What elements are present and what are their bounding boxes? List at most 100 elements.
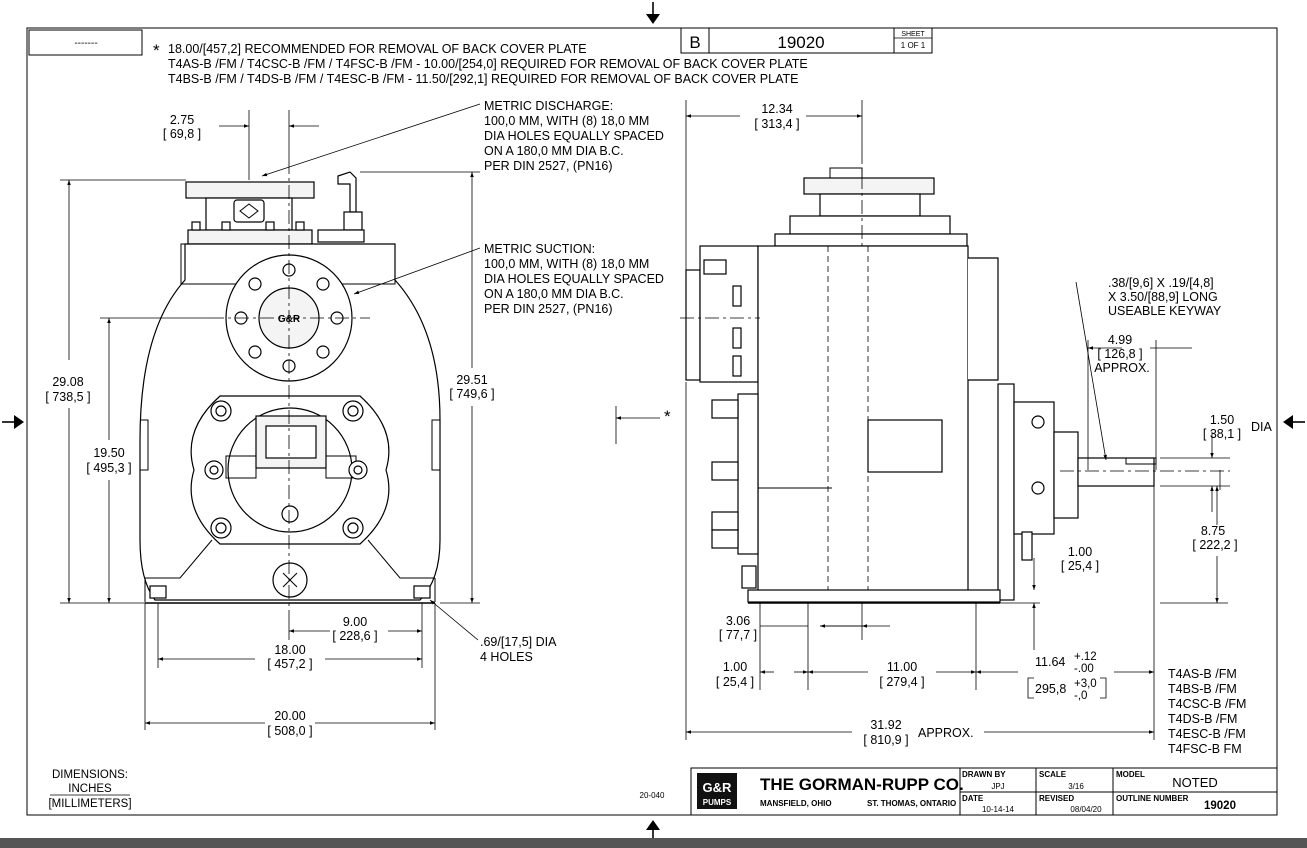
star-marker: * [664,407,671,426]
discharge-note-line: 100,0 MM, WITH (8) 18,0 MM [484,114,649,128]
side-dimensions [615,100,1230,740]
dim-3-06: 3.06 [726,614,750,628]
keyway-note-line: USEABLE KEYWAY [1108,304,1222,318]
discharge-note: METRIC DISCHARGE: 100,0 MM, WITH (8) 18,… [484,99,664,173]
rev-letter: B [689,33,700,52]
suction-note-line: 100,0 MM, WITH (8) 18,0 MM [484,257,649,271]
company-city-left: MANSFIELD, OHIO [760,799,832,808]
suction-note-line: METRIC SUCTION: [484,242,595,256]
suction-note-line: PER DIN 2527, (PN16) [484,302,613,316]
dim-19-50: 19.50 [93,446,124,460]
dim-1-50-dia: DIA [1251,420,1273,434]
keyway-note: .38/[9,6] X .19/[4,8] X 3.50/[88,9] LONG… [1108,276,1222,318]
holes-note-line-1: .69/[17,5] DIA [480,635,557,649]
dim-295-8: 295,8 [1035,682,1066,696]
dim-2-75-mm: [ 69,8 ] [163,127,201,141]
drawn-by-value: JPJ [991,782,1004,791]
dim-3-06-mm: [ 77,7 ] [719,628,757,642]
model-item: T4FSC-B FM [1168,742,1242,756]
dim-29-51: 29.51 [456,373,487,387]
company-logo [697,773,737,809]
model-item: T4ESC-B /FM [1168,727,1246,741]
model-item: T4DS-B /FM [1168,712,1237,726]
dim-8-75: 8.75 [1201,524,1225,538]
dim-4-99-mm: [ 126,8 ] [1097,347,1142,361]
dim-18-00: 18.00 [274,643,305,657]
side-view [680,150,1230,604]
scale-value: 3/16 [1068,782,1084,791]
date-label: DATE [962,794,984,803]
front-dimensions [60,103,481,730]
model-label: MODEL [1116,770,1145,779]
company-name: THE GORMAN-RUPP CO. [760,775,964,794]
suction-note-line: DIA HOLES EQUALLY SPACED [484,272,664,286]
model-item: T4BS-B /FM [1168,682,1237,696]
drawing-number: 19020 [777,33,824,52]
dim-9-00: 9.00 [343,615,367,629]
dim-295-8-tol-plus: +3,0 [1074,678,1097,690]
dim-12-34: 12.34 [761,102,792,116]
dim-2-75: 2.75 [170,113,194,127]
model-item: T4CSC-B /FM [1168,697,1246,711]
dim-11-64-tol-minus: -.00 [1074,663,1094,675]
dim-1-00-bottom: 1.00 [723,660,747,674]
note-star: * [153,41,160,60]
dim-18-00-mm: [ 457,2 ] [267,657,312,671]
dim-19-50-mm: [ 495,3 ] [86,461,131,475]
company-logo-sub: PUMPS [703,798,732,807]
note-line-3: T4BS-B /FM / T4DS-B /FM / T4ESC-B /FM - … [168,72,798,86]
drawn-by-label: DRAWN BY [962,770,1006,779]
dim-11-64-tol-plus: +.12 [1074,651,1097,663]
drawing-number-block: B 19020 SHEET 1 OF 1 [680,27,933,54]
company-logo-text: G&R [703,780,733,795]
dim-20-00-mm: [ 508,0 ] [267,724,312,738]
title-block: G&R PUMPS THE GORMAN-RUPP CO. MANSFIELD,… [690,767,1278,816]
dim-1-50-mm: [ 38,1 ] [1203,427,1241,441]
units-note-line: [MILLIMETERS] [48,798,131,810]
sheet-label: SHEET [901,31,925,38]
discharge-note-line: DIA HOLES EQUALLY SPACED [484,129,664,143]
dim-9-00-mm: [ 228,6 ] [332,629,377,643]
units-note-line: DIMENSIONS: [52,769,128,781]
dim-11-00-mm: [ 279,4 ] [879,675,924,689]
front-view: G&R [139,160,441,622]
dim-29-08-mm: [ 738,5 ] [45,390,90,404]
dim-20-00: 20.00 [274,709,305,723]
dim-1-00-right: 1.00 [1068,545,1092,559]
units-note-line: INCHES [68,783,112,795]
dim-29-08: 29.08 [52,375,83,389]
top-left-box-text: ------- [74,38,97,49]
dim-295-8-tol-minus: -,0 [1074,690,1087,702]
dim-4-99: 4.99 [1108,333,1132,347]
date-value: 10-14-14 [982,805,1015,814]
note-line-1: 18.00/[457,2] RECOMMENDED FOR REMOVAL OF… [168,42,587,56]
window-bottom-bar [0,838,1307,848]
dim-1-00-right-mm: [ 25,4 ] [1061,559,1099,573]
keyway-note-line: .38/[9,6] X .19/[4,8] [1108,276,1214,290]
discharge-note-line: METRIC DISCHARGE: [484,99,613,113]
revised-value: 08/04/20 [1070,805,1102,814]
suction-note-line: ON A 180,0 MM DIA B.C. [484,287,624,301]
units-note: DIMENSIONS: INCHES [MILLIMETERS] [48,769,131,810]
scale-label: SCALE [1039,770,1067,779]
keyway-note-line: X 3.50/[88,9] LONG [1108,290,1218,304]
dim-4-99-approx: APPROX. [1094,361,1150,375]
outline-number-label: OUTLINE NUMBER [1116,794,1189,803]
revised-label: REVISED [1039,794,1074,803]
discharge-note-line: PER DIN 2527, (PN16) [484,159,613,173]
note-line-2: T4AS-B /FM / T4CSC-B /FM / T4FSC-B /FM -… [168,57,808,71]
company-city-right: ST. THOMAS, ONTARIO [867,799,956,808]
dim-29-51-mm: [ 749,6 ] [449,387,494,401]
dim-31-92-mm: [ 810,9 ] [863,733,908,747]
sheet-value: 1 OF 1 [901,41,926,50]
outline-number-value: 19020 [1204,800,1236,812]
dim-12-34-mm: [ 313,4 ] [754,117,799,131]
discharge-note-line: ON A 180,0 MM DIA B.C. [484,144,624,158]
model-item: T4AS-B /FM [1168,667,1237,681]
mm-bracket [1027,677,1107,699]
holes-note-line-2: 4 HOLES [480,650,533,664]
suction-note: METRIC SUCTION: 100,0 MM, WITH (8) 18,0 … [484,242,664,316]
dim-31-92: 31.92 [870,718,901,732]
dim-8-75-mm: [ 222,2 ] [1192,538,1237,552]
